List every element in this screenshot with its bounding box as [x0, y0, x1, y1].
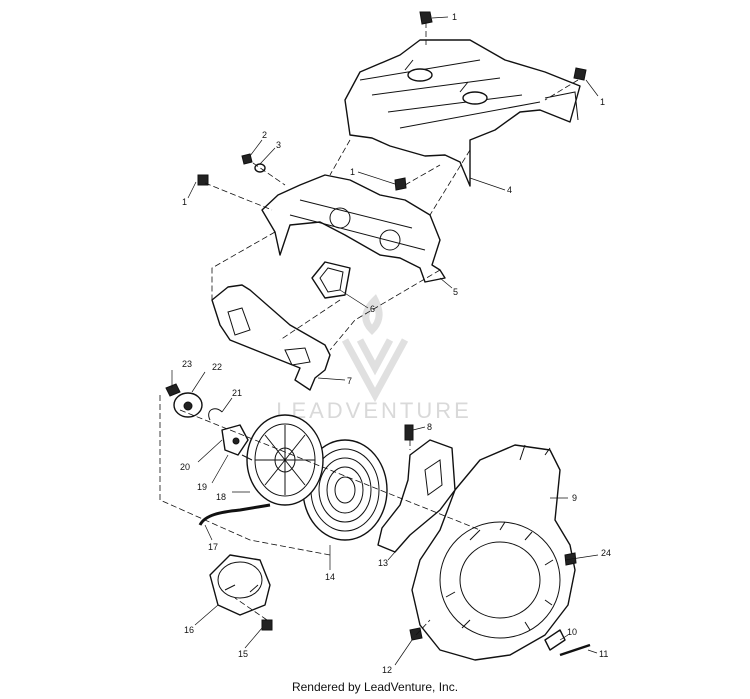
callout-5: 5 [453, 287, 458, 297]
part-19-20-21-ratchet [208, 408, 253, 461]
callout-8: 8 [427, 422, 432, 432]
callout-6: 6 [370, 304, 375, 314]
callout-18: 18 [216, 492, 226, 502]
callout-23: 23 [182, 359, 192, 369]
callout-labels: 1 1 1 1 2 3 4 5 6 7 8 9 10 11 12 13 14 1… [180, 12, 611, 675]
callout-1-top: 1 [452, 12, 457, 22]
part-6-gasket [311, 261, 351, 299]
callout-21: 21 [232, 388, 242, 398]
part-5-bracket [261, 174, 446, 283]
callout-7: 7 [347, 376, 352, 386]
watermark-text: LEADVENTURE [276, 398, 472, 423]
footer-credit: Rendered by LeadVenture, Inc. [291, 680, 459, 694]
callout-12: 12 [382, 665, 392, 675]
callout-16: 16 [184, 625, 194, 635]
callout-13: 13 [378, 558, 388, 568]
alignment-lines [159, 22, 579, 636]
part-17-rope [198, 503, 271, 526]
callout-15: 15 [238, 649, 248, 659]
callout-leaders [171, 16, 599, 666]
part-14-spring [302, 439, 388, 541]
callout-10: 10 [567, 627, 577, 637]
hardware-fasteners [197, 11, 591, 657]
callout-9: 9 [572, 493, 577, 503]
callout-1-center: 1 [350, 167, 355, 177]
part-7-lower-bracket [211, 284, 331, 391]
callout-11: 11 [599, 649, 608, 659]
callout-2: 2 [262, 130, 267, 140]
callout-20: 20 [180, 462, 190, 472]
part-9-blower-housing [411, 444, 576, 661]
part-16-cup [209, 554, 271, 616]
callout-3: 3 [276, 140, 281, 150]
part-18-pulley [246, 414, 324, 506]
part-13-plate [377, 439, 456, 553]
callout-1-right: 1 [600, 97, 605, 107]
callout-17: 17 [208, 542, 218, 552]
part-4-cover [344, 39, 581, 187]
callout-14: 14 [325, 572, 335, 582]
callout-24: 24 [601, 548, 611, 558]
callout-19: 19 [197, 482, 207, 492]
watermark-logo [341, 294, 409, 403]
callout-1-left: 1 [182, 197, 187, 207]
part-22-23-washer-screw [165, 383, 203, 418]
callout-22: 22 [212, 362, 222, 372]
callout-4: 4 [507, 185, 512, 195]
